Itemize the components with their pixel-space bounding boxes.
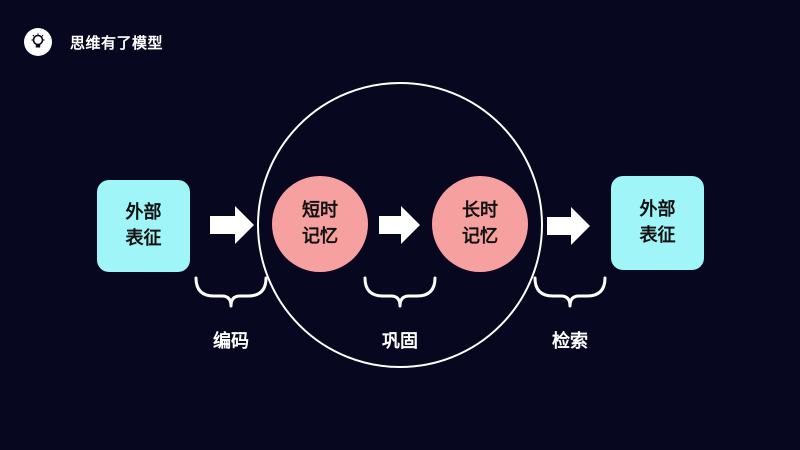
brace-icon <box>363 276 437 308</box>
arrow-right-icon <box>379 206 420 244</box>
lightbulb-icon <box>24 28 52 56</box>
external-representation-output-box <box>611 176 704 270</box>
external-representation-input-box <box>97 180 190 272</box>
brace-icon <box>194 276 268 308</box>
external-representation-output-label: 外部 表征 <box>639 199 676 246</box>
encode-label: 编码 <box>213 331 249 352</box>
retrieve-label: 检索 <box>552 331 588 352</box>
short-term-memory-label: 短时 记忆 <box>302 200 338 247</box>
long-term-memory-label: 长时 记忆 <box>462 200 498 247</box>
arrow-right-icon <box>547 207 590 245</box>
memory-system-circle <box>257 82 543 368</box>
external-representation-input-label: 外部 表征 <box>125 202 162 249</box>
arrow-right-icon <box>210 206 254 244</box>
short-term-memory-circle <box>272 176 368 272</box>
page-title: 思维有了模型 <box>70 33 164 52</box>
brace-icon <box>533 276 607 308</box>
header: 思维有了模型 <box>24 27 163 57</box>
consolidate-label: 巩固 <box>382 331 418 352</box>
long-term-memory-circle <box>432 176 528 272</box>
